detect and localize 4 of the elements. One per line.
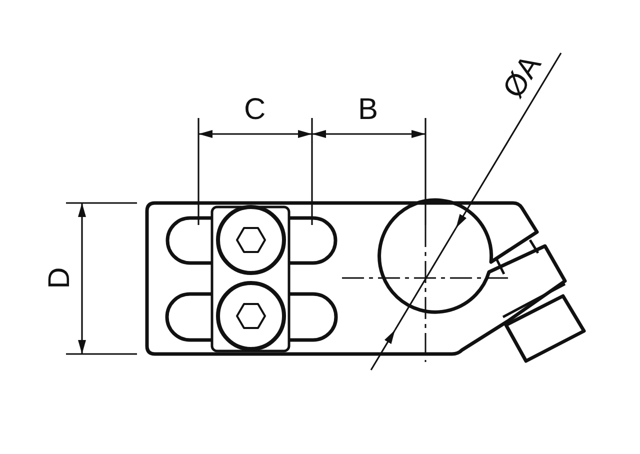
dimension-label: C bbox=[244, 95, 266, 125]
dimension-label: D bbox=[44, 267, 75, 289]
dimension-label: ØA bbox=[498, 50, 546, 104]
dimension-label: B bbox=[358, 95, 378, 125]
